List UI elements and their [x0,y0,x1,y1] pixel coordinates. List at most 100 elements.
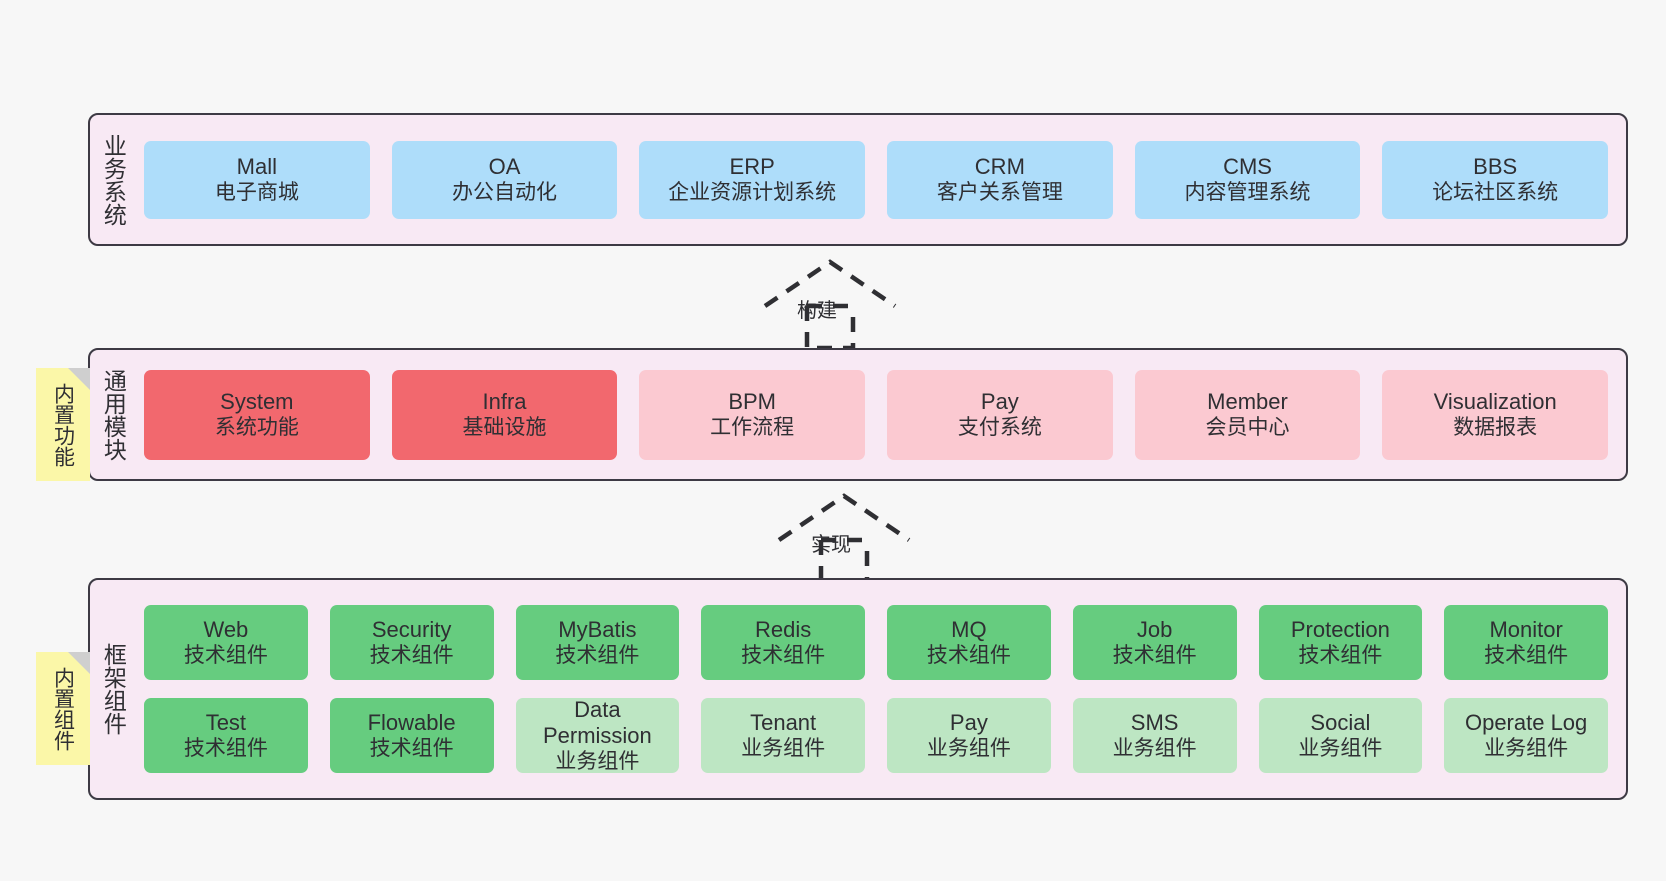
card-sms[interactable]: SMS 业务组件 [1072,698,1237,773]
card-title-cn: 业务组件 [1484,737,1569,761]
card-title-cn: 技术组件 [1298,644,1383,668]
note-builtin-features: 内置功能 [36,368,90,481]
card-title-en: BPM [728,388,777,414]
card-title-cn: 会员中心 [1205,416,1290,440]
card-title-cn: 技术组件 [369,737,454,761]
layer-title-framework-components: 框架组件 [100,643,127,735]
card-visualization[interactable]: Visualization 数据报表 [1382,369,1609,460]
card-title-cn: 电子商城 [214,181,299,205]
card-title-cn: 业务组件 [555,750,640,774]
card-web[interactable]: Web 技术组件 [144,605,308,680]
card-infra[interactable]: Infra 基础设施 [391,369,618,460]
card-title-en: Tenant [750,709,817,735]
card-title-cn: 内容管理系统 [1184,181,1311,205]
implement-arrow: 实现 [769,490,919,586]
note-fold-icon [68,368,90,390]
card-title-cn: 技术组件 [741,644,826,668]
card-title-en: Redis [755,616,812,642]
card-row: Test 技术组件 Flowable 技术组件 Data Permission … [144,696,1608,774]
card-title-en: Flowable [367,709,456,735]
note-label: 内置功能 [51,382,75,467]
card-title-en: Social [1310,709,1371,735]
card-title-cn: 技术组件 [555,644,640,668]
card-title-en: Infra [482,388,527,414]
card-title-cn: 基础设施 [462,416,547,440]
card-title-en: BBS [1473,153,1518,179]
card-title-en: Security [371,616,452,642]
card-crm[interactable]: CRM 客户关系管理 [887,140,1113,219]
card-monitor[interactable]: Monitor 技术组件 [1444,605,1608,680]
card-title-en: Member [1207,388,1288,414]
arrow-head-outline [777,493,911,542]
card-title-en: SMS [1130,709,1179,735]
card-redis[interactable]: Redis 技术组件 [701,605,865,680]
card-title-en: Data Permission [542,696,652,748]
card-title-cn: 论坛社区系统 [1432,181,1559,205]
card-title-cn: 数据报表 [1453,416,1538,440]
arrow-label: 构建 [797,300,837,322]
card-title-en: Monitor [1489,616,1563,642]
card-title-cn: 技术组件 [183,644,268,668]
card-row: Mall 电子商城 OA 办公自动化 ERP 企业资源计划系统 CRM 客户关系… [144,140,1609,219]
card-title-cn: 业务组件 [741,737,826,761]
card-title-en: Pay [980,388,1019,414]
card-operate-log[interactable]: Operate Log 业务组件 [1444,698,1608,773]
card-title-en: MyBatis [558,616,637,642]
card-title-en: Test [205,709,247,735]
card-title-cn: 业务组件 [926,737,1011,761]
card-title-cn: 业务组件 [1112,737,1197,761]
card-title-cn: 支付系统 [957,416,1042,440]
card-title-en: CMS [1223,153,1272,179]
card-member[interactable]: Member 会员中心 [1134,369,1361,460]
card-job[interactable]: Job 技术组件 [1072,605,1237,680]
card-title-cn: 技术组件 [369,644,454,668]
card-security[interactable]: Security 技术组件 [329,605,494,680]
card-title-cn: 技术组件 [183,737,268,761]
layer-business-systems: 业务系统 Mall 电子商城 OA 办公自动化 ERP 企业资源计划系统 CRM… [88,113,1628,246]
card-title-en: ERP [729,153,775,179]
card-title-en: Web [203,616,249,642]
card-test[interactable]: Test 技术组件 [144,698,308,773]
card-mq[interactable]: MQ 技术组件 [887,605,1051,680]
layer-body-common-modules: System 系统功能 Infra 基础设施 BPM 工作流程 Pay 支付系统… [136,350,1626,479]
card-bpm[interactable]: BPM 工作流程 [639,369,866,460]
card-system[interactable]: System 系统功能 [144,369,370,460]
arrow-label: 实现 [811,534,851,556]
layer-body-framework-components: Web 技术组件 Security 技术组件 MyBatis 技术组件 Redi… [136,580,1626,798]
card-protection[interactable]: Protection 技术组件 [1258,605,1423,680]
card-title-en: MQ [951,616,987,642]
card-title-en: OA [488,153,521,179]
card-title-en: Operate Log [1464,709,1588,735]
arrow-head-outline [763,259,897,308]
card-data-permission[interactable]: Data Permission 业务组件 [515,696,680,774]
layer-title-business-systems: 业务系统 [100,133,127,226]
card-tenant[interactable]: Tenant 业务组件 [701,698,865,773]
card-flowable[interactable]: Flowable 技术组件 [329,698,494,773]
card-mybatis[interactable]: MyBatis 技术组件 [515,605,680,680]
card-title-en: Job [1136,616,1173,642]
card-title-cn: 技术组件 [1112,644,1197,668]
build-arrow: 构建 [755,256,905,352]
card-erp[interactable]: ERP 企业资源计划系统 [639,140,866,219]
layer-framework-components: 框架组件 Web 技术组件 Security 技术组件 MyBatis 技术组件… [88,578,1628,800]
card-cms[interactable]: CMS 内容管理系统 [1134,140,1361,219]
layer-body-business-systems: Mall 电子商城 OA 办公自动化 ERP 企业资源计划系统 CRM 客户关系… [136,115,1626,244]
note-fold-icon [68,652,90,674]
card-title-cn: 技术组件 [1484,644,1569,668]
card-title-en: Pay [949,709,988,735]
card-pay-business[interactable]: Pay 业务组件 [887,698,1051,773]
card-title-en: System [220,388,294,414]
note-label: 内置组件 [51,666,75,751]
card-title-cn: 业务组件 [1298,737,1383,761]
card-title-cn: 技术组件 [926,644,1011,668]
card-pay[interactable]: Pay 支付系统 [887,369,1113,460]
card-title-cn: 系统功能 [214,416,299,440]
card-mall[interactable]: Mall 电子商城 [144,140,370,219]
card-title-cn: 工作流程 [710,416,795,440]
card-title-en: Protection [1290,616,1390,642]
card-bbs[interactable]: BBS 论坛社区系统 [1382,140,1609,219]
card-oa[interactable]: OA 办公自动化 [391,140,618,219]
card-social[interactable]: Social 业务组件 [1258,698,1423,773]
card-title-cn: 企业资源计划系统 [668,181,837,205]
